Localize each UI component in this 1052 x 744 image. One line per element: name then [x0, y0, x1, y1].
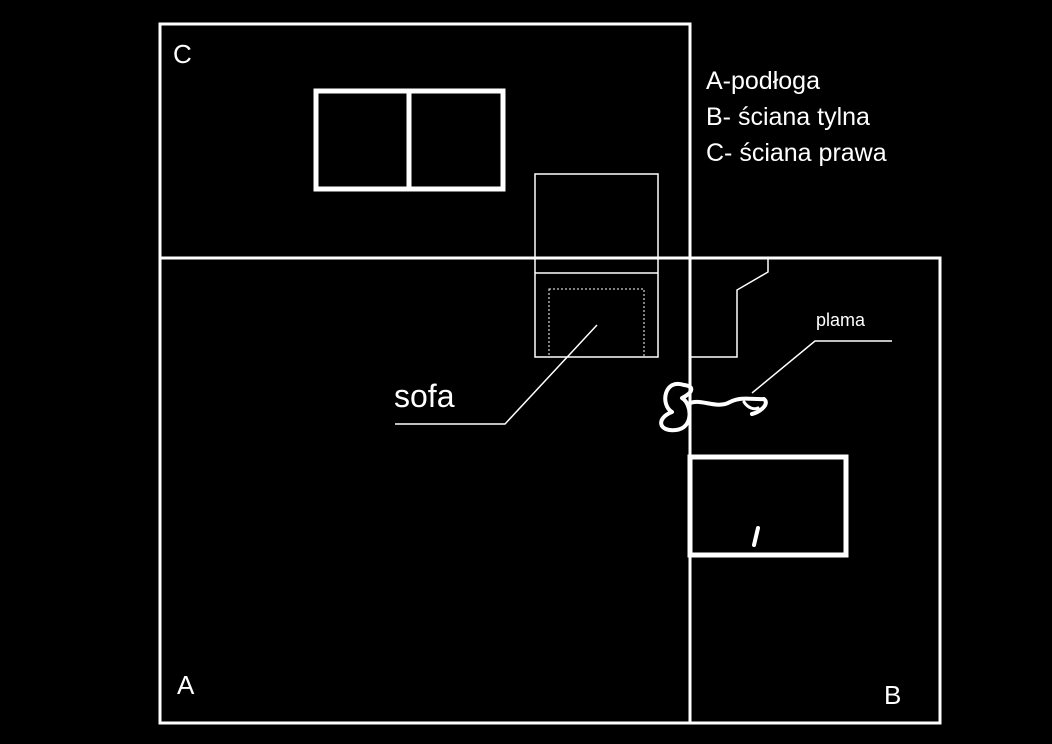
cabinet-wall-b	[687, 454, 849, 558]
label-floor-a: A	[177, 670, 195, 700]
sofa-shape	[534, 257, 659, 358]
wall-c-panel	[158, 22, 692, 260]
legend-item: A-podłoga	[706, 67, 820, 95]
label-wall-c: C	[173, 39, 192, 69]
label-stain: plama	[816, 310, 866, 330]
wall-b-panel	[688, 256, 942, 725]
label-wall-b: B	[884, 680, 901, 710]
sofa-backrest	[534, 173, 659, 259]
sofa-side-wall-b	[690, 258, 769, 358]
label-sofa: sofa	[394, 378, 455, 414]
drip-mark	[752, 526, 760, 547]
stain-mark	[659, 381, 768, 433]
floor-a-panel	[158, 256, 692, 725]
legend: A-podłoga B- ściana tylna C- ściana praw…	[706, 67, 887, 167]
legend-item: C- ściana prawa	[706, 139, 887, 167]
legend-item: B- ściana tylna	[706, 103, 870, 131]
window-wall-c	[313, 88, 506, 192]
sofa-leader-line	[395, 324, 598, 425]
stain-leader-line	[751, 340, 892, 394]
